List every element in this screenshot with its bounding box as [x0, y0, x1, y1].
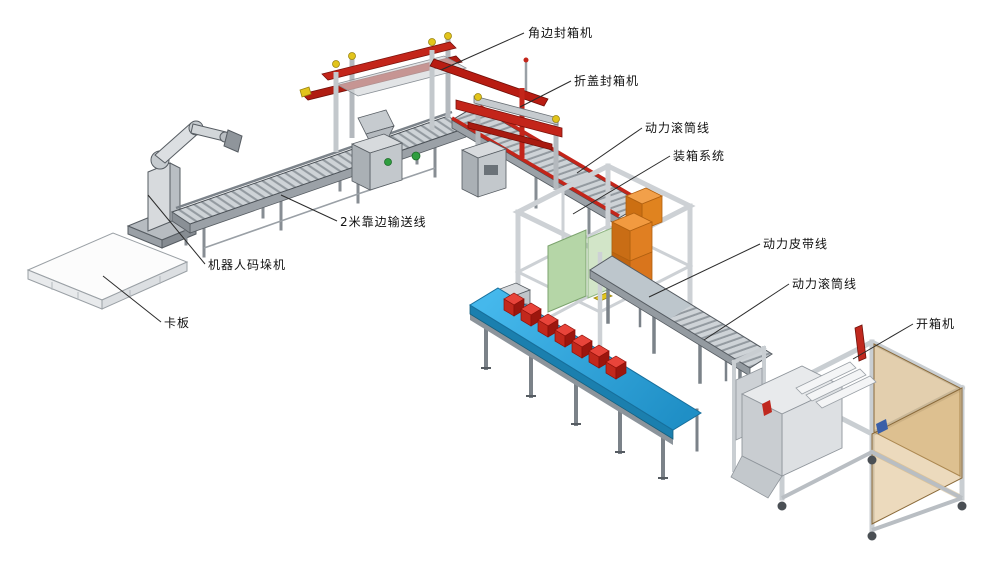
- label-power-roller-line-top: 动力滚筒线: [645, 121, 711, 135]
- label-robot-palletizer: 机器人码垛机: [208, 258, 287, 272]
- power-indicator: [384, 158, 392, 166]
- label-carton-erector: 开箱机: [916, 317, 956, 331]
- label-case-packing-system: 装箱系统: [673, 149, 726, 163]
- label-flap-sealer: 折盖封箱机: [574, 74, 640, 88]
- label-power-roller-line-right: 动力滚筒线: [792, 277, 858, 291]
- flap-sealer-machine: [429, 57, 563, 198]
- power-roller-line-right-surface: [670, 305, 772, 368]
- robot-palletizer-machine: [126, 120, 243, 249]
- leader-lines: [102, 32, 914, 360]
- label-power-belt-line: 动力皮带线: [763, 237, 829, 251]
- belt-conveyor-machine: [469, 287, 702, 480]
- label-corner-sealer: 角边封箱机: [528, 26, 594, 40]
- carton-erector-machine: [730, 324, 967, 541]
- label-edge-conveyor-2m: 2米靠边输送线: [340, 215, 427, 229]
- power-belt-line-surface: [590, 256, 692, 319]
- pallet-board: [26, 232, 189, 310]
- product-boxes: [503, 292, 627, 380]
- label-pallet: 卡板: [164, 316, 191, 330]
